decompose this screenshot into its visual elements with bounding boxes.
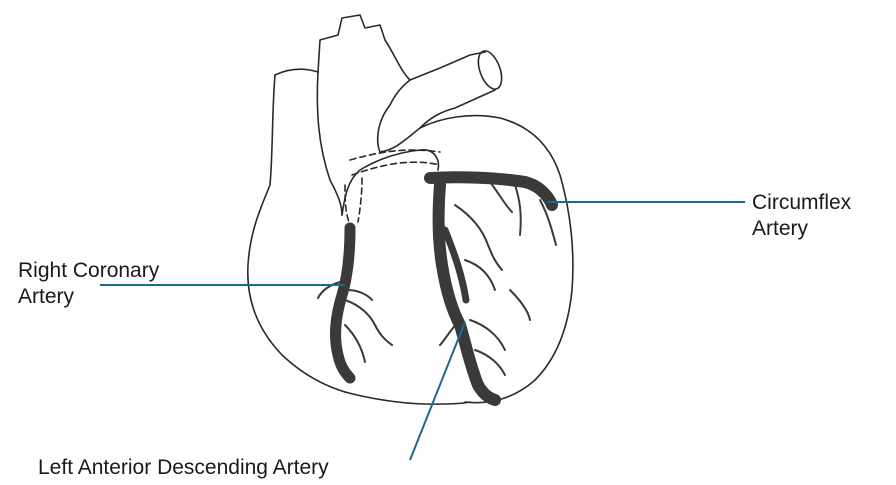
aortic-arch	[318, 15, 485, 80]
arteries	[318, 177, 556, 400]
rca-branch-2	[345, 300, 392, 345]
label-circumflex-artery: Circumflex Artery	[752, 190, 851, 242]
svc-top	[275, 69, 318, 75]
label-circumflex-line1: Circumflex	[752, 190, 851, 216]
aortic-root	[342, 150, 438, 215]
lad-branch-2	[455, 205, 502, 270]
label-lad-text: Left Anterior Descending Artery	[38, 455, 329, 481]
right-atrium-edge	[317, 72, 342, 215]
hidden-vessel-dashed	[345, 150, 440, 225]
leader-lines	[100, 202, 745, 460]
right-coronary-artery	[335, 228, 350, 378]
heart-outline	[248, 15, 573, 404]
leader-line-lad	[410, 322, 465, 460]
label-right-coronary-line2: Artery	[18, 284, 159, 310]
lad-branch-3	[465, 260, 495, 290]
superior-vena-cava	[248, 75, 345, 392]
label-left-anterior-descending-artery: Left Anterior Descending Artery	[38, 455, 329, 481]
label-right-coronary-artery: Right Coronary Artery	[18, 258, 159, 310]
label-circumflex-line2: Artery	[752, 216, 851, 242]
cx-branch-3	[490, 182, 512, 212]
label-right-coronary-line1: Right Coronary	[18, 258, 159, 284]
cx-branch-1	[515, 185, 521, 235]
circumflex-artery	[430, 177, 552, 205]
lad-branch-4	[470, 320, 505, 350]
ventricle-bottom	[345, 392, 470, 404]
rca-branch-4	[348, 290, 372, 300]
rca-branch-3	[345, 325, 365, 362]
lad-branch-5	[475, 350, 505, 375]
pulmonary-trunk-opening	[474, 48, 506, 92]
lad-branch-7	[510, 290, 530, 320]
